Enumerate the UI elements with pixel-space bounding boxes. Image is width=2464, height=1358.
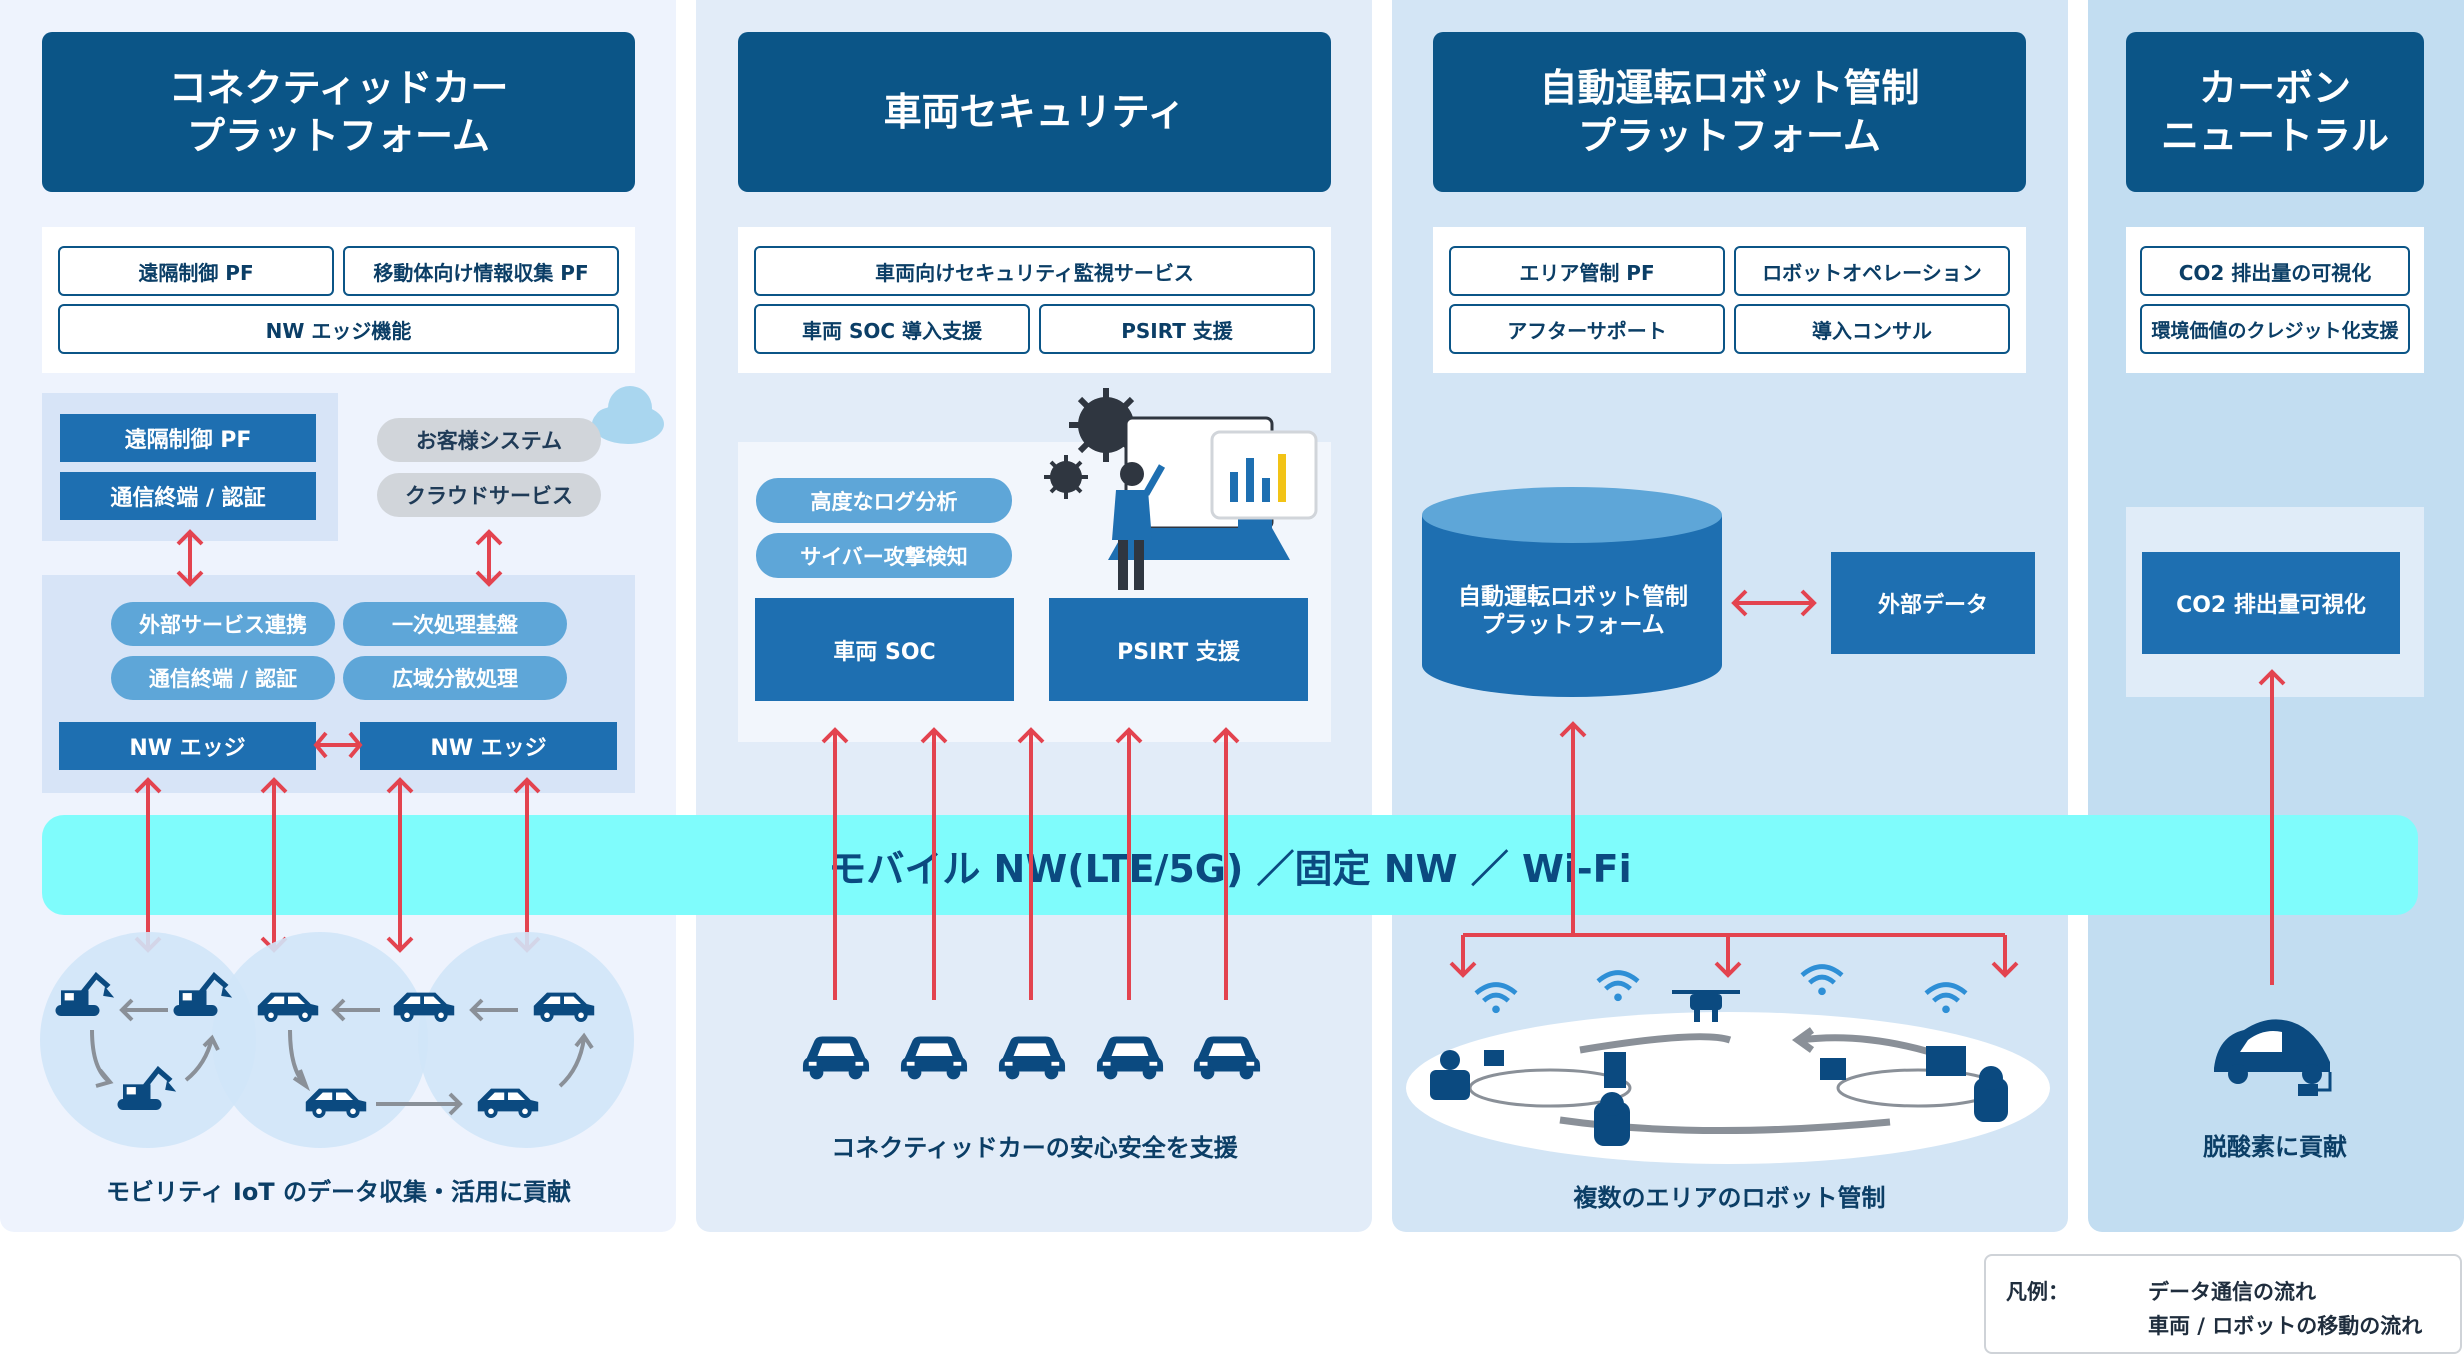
- service-robot-operation: ロボットオペレーション: [1734, 246, 2010, 296]
- header-robot-control: 自動運転ロボット管制 プラットフォーム: [1433, 32, 2026, 192]
- ev-car-icon: [2214, 1019, 2332, 1096]
- header-vehicle-security: 車両セキュリティ: [738, 32, 1331, 192]
- car-icon: [802, 1036, 1261, 1080]
- service-nw-edge: NW エッジ機能: [58, 304, 619, 354]
- analyst-icon: [1112, 462, 1166, 590]
- legend-movement: 車両 / ロボットの移動の流れ: [2148, 1314, 2423, 1338]
- nw-edge-right: NW エッジ: [360, 722, 617, 770]
- robot-icon: [1430, 1046, 2008, 1146]
- caption-vehicle-security: コネクティッドカーの安心安全を支援: [831, 1134, 1238, 1162]
- service-psirt-support: PSIRT 支援: [1039, 304, 1315, 354]
- service-area-control-pf: エリア管制 PF: [1449, 246, 1725, 296]
- edge-primary-processing: 一次処理基盤: [343, 602, 567, 646]
- vehicle-soc: 車両 SOC: [755, 598, 1014, 701]
- network-band: モバイル NW(LTE/5G) ／固定 NW ／ Wi-Fi: [42, 815, 2418, 915]
- service-soc-support: 車両 SOC 導入支援: [754, 304, 1030, 354]
- service-after-support: アフターサポート: [1449, 304, 1725, 354]
- cloud-remote-control-pf: 遠隔制御 PF: [60, 414, 316, 462]
- chart-icon: [1108, 416, 1318, 560]
- header-carbon-neutral: カーボン ニュートラル: [2126, 32, 2424, 192]
- legend: 凡例： データ通信の流れ 車両 / ロボットの移動の流れ: [1984, 1254, 2462, 1354]
- service-info-collection-pf: 移動体向け情報収集 PF: [343, 246, 619, 296]
- attack-detection: サイバー攻撃検知: [756, 533, 1012, 578]
- edge-distributed: 広域分散処理: [343, 656, 567, 700]
- robot-platform-cylinder: [1422, 487, 1722, 697]
- co2-visualization-node: CO2 排出量可視化: [2142, 552, 2400, 654]
- caption-connected-car: モビリティ IoT のデータ収集・活用に貢献: [105, 1178, 572, 1206]
- cloud-icon: [592, 386, 664, 444]
- mobility-circles: [40, 932, 634, 1148]
- caption-robot-control: 複数のエリアのロボット管制: [1573, 1184, 1886, 1212]
- service-co2-visualization: CO2 排出量の可視化: [2140, 246, 2410, 296]
- service-security-monitoring: 車両向けセキュリティ監視サービス: [754, 246, 1315, 296]
- psirt-support: PSIRT 支援: [1049, 598, 1308, 701]
- drone-icon: [1672, 990, 1740, 1022]
- red-arrows: [134, 529, 2286, 1300]
- edge-external-service: 外部サービス連携: [111, 602, 335, 646]
- nw-edge-left: NW エッジ: [59, 722, 316, 770]
- header-connected-car: コネクティッドカー プラットフォーム: [42, 32, 635, 192]
- service-consulting: 導入コンサル: [1734, 304, 2010, 354]
- log-analysis: 高度なログ分析: [756, 478, 1012, 523]
- legend-title: 凡例：: [2006, 1280, 2069, 1304]
- cloud-auth: 通信終端 / 認証: [60, 472, 316, 520]
- caption-carbon-neutral: 脱酸素に貢献: [2203, 1133, 2347, 1161]
- customer-system: お客様システム: [377, 418, 601, 462]
- edge-auth: 通信終端 / 認証: [111, 656, 335, 700]
- robot-platform-label: 自動運転ロボット管制 プラットフォーム: [1458, 584, 1688, 638]
- cloud-service: クラウドサービス: [377, 473, 601, 517]
- service-remote-control-pf: 遠隔制御 PF: [58, 246, 334, 296]
- robot-area: [1406, 1012, 2050, 1164]
- legend-data-flow: データ通信の流れ: [2148, 1280, 2316, 1304]
- external-data: 外部データ: [1831, 552, 2035, 654]
- service-credit-support: 環境価値のクレジット化支援: [2140, 304, 2410, 354]
